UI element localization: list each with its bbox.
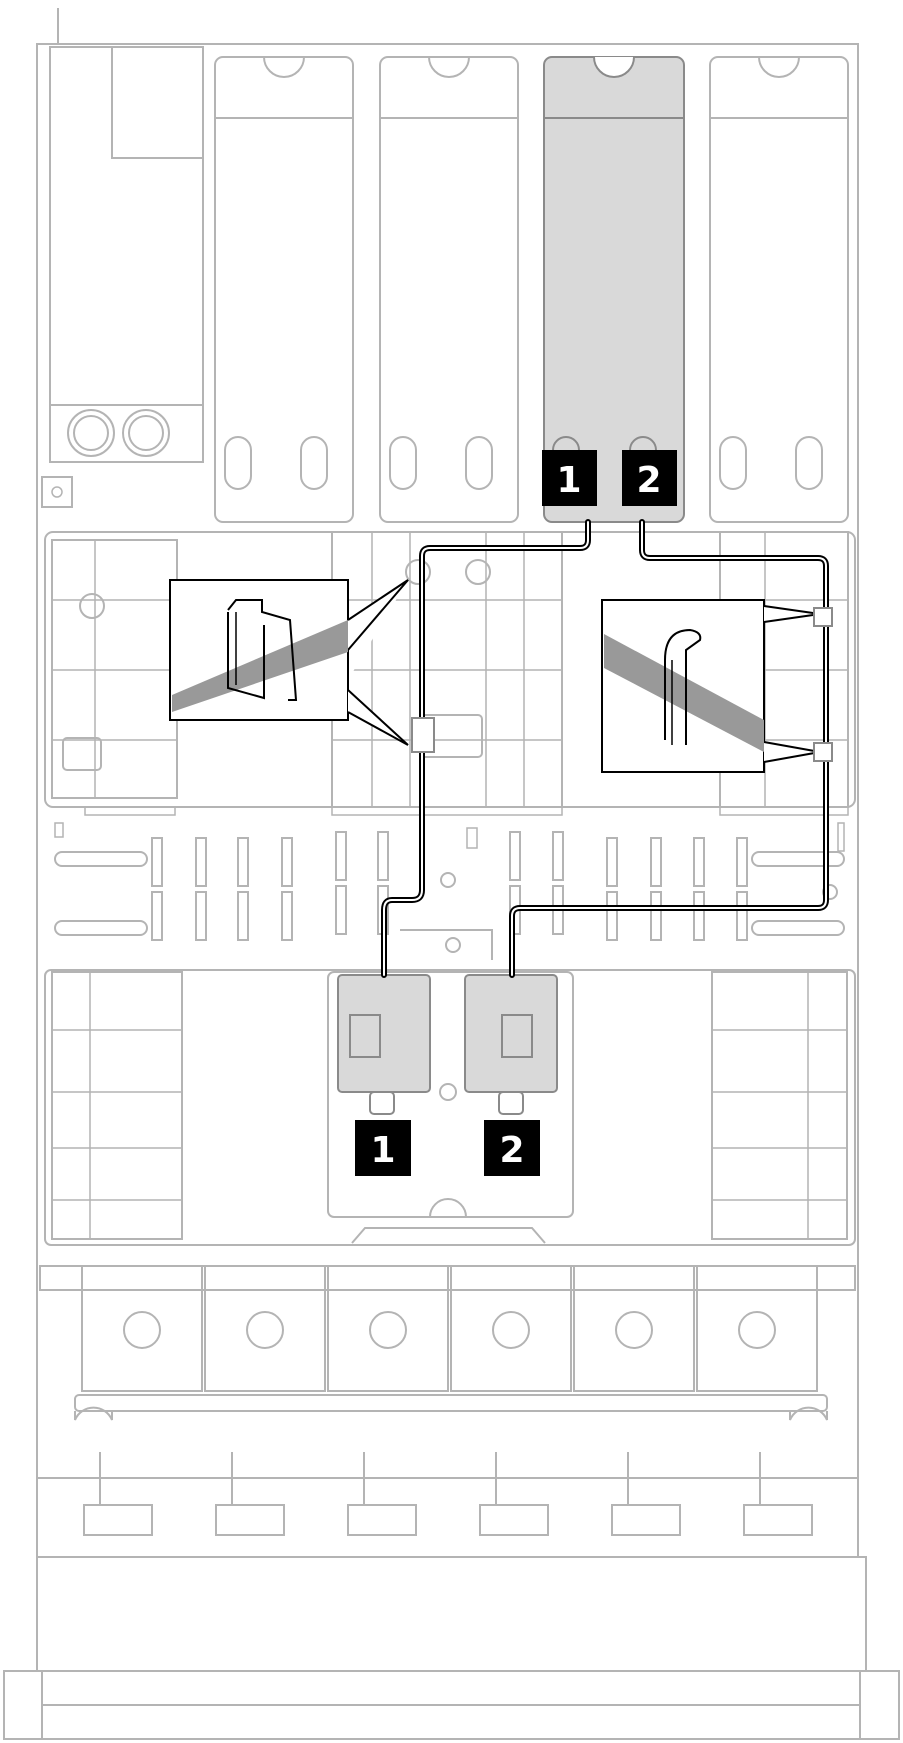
power-supply-unit: [41, 46, 204, 508]
connector-callout-label-1: 1: [370, 1130, 395, 1171]
processor-area: [44, 929, 856, 1246]
callout-cable-clip-right: [601, 599, 821, 773]
riser-slot-4: [709, 56, 849, 523]
riser-callout-label-1: 1: [556, 460, 581, 501]
cable-clip-icon: [411, 607, 833, 762]
baffle-latch-icon: [79, 559, 491, 619]
riser-slot-2: [379, 56, 519, 523]
connector-callout-badge-2: 2: [484, 1120, 540, 1176]
callout-cable-clip-left: [169, 579, 409, 746]
riser-callout-label-2: 2: [636, 460, 661, 501]
riser-slot-1: [214, 56, 354, 523]
connector-1: [337, 974, 431, 1115]
drive-bay-cage: [37, 1452, 858, 1536]
system-board-connectors: [54, 806, 849, 936]
fan-modules: [39, 1265, 856, 1421]
connector-callout-label-2: 2: [499, 1130, 524, 1171]
riser-callout-badge-1: 1: [542, 450, 597, 506]
riser-callout-badge-2: 2: [622, 450, 677, 506]
connector-2: [464, 974, 558, 1115]
cable-2: [509, 519, 829, 978]
chassis-outline: [3, 8, 900, 1740]
connector-callout-badge-1: 1: [355, 1120, 411, 1176]
